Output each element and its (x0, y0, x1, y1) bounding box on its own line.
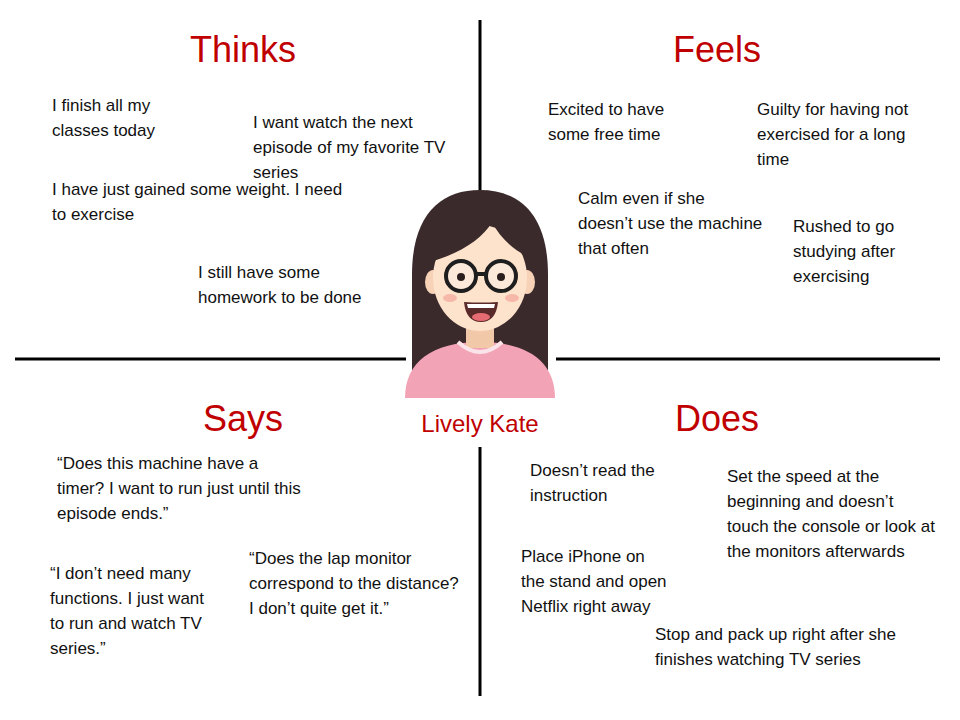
thought-note: I finish all my classes today (52, 93, 187, 143)
quote-note: “Does this machine have a timer? I want … (57, 451, 307, 526)
feeling-note: Excited to have some free time (548, 97, 698, 147)
quadrant-heading: Thinks (123, 28, 363, 72)
avatar (405, 190, 555, 398)
avatar-teeth (467, 304, 495, 308)
divider-line (556, 358, 940, 361)
feeling-note: Rushed to go studying after exercising (793, 214, 933, 289)
avatar-collar (458, 342, 502, 352)
quadrant-heading: Says (123, 397, 363, 441)
quote-note: “I don’t need many functions. I just wan… (50, 561, 220, 661)
thought-note: I still have some homework to be done (198, 260, 403, 310)
avatar-glasses (486, 261, 516, 291)
thought-note: I have just gained some weight. I need t… (52, 177, 352, 227)
action-note: Stop and pack up right after she finishe… (655, 622, 945, 672)
persona-name: Lively Kate (400, 409, 560, 439)
avatar-eye (457, 273, 465, 281)
quote-note: “Does the lap monitor correspond to the … (249, 546, 459, 621)
avatar-bangs (430, 204, 532, 262)
divider-line (479, 447, 482, 696)
avatar-tongue (472, 313, 490, 321)
thought-note: I want watch the next episode of my favo… (253, 110, 458, 185)
feeling-note: Calm even if she doesn’t use the machine… (578, 186, 763, 261)
action-note: Set the speed at the beginning and doesn… (727, 464, 937, 564)
avatar-shirt (405, 342, 555, 398)
avatar-eye (497, 273, 505, 281)
quadrant-heading: Feels (597, 28, 837, 72)
divider-line (15, 358, 406, 361)
avatar-cheek (505, 294, 519, 302)
avatar-glasses (446, 261, 476, 291)
quadrant-heading: Does (597, 397, 837, 441)
divider-line (479, 20, 482, 196)
action-note: Doesn’t read the instruction (530, 458, 695, 508)
feeling-note: Guilty for having not exercised for a lo… (757, 97, 937, 172)
avatar-mouth (464, 302, 498, 322)
avatar-cheek (443, 294, 457, 302)
avatar-glasses-bridge (476, 272, 486, 276)
quadrant-dividers (15, 20, 940, 696)
action-note: Place iPhone on the stand and open Netfl… (521, 544, 671, 619)
